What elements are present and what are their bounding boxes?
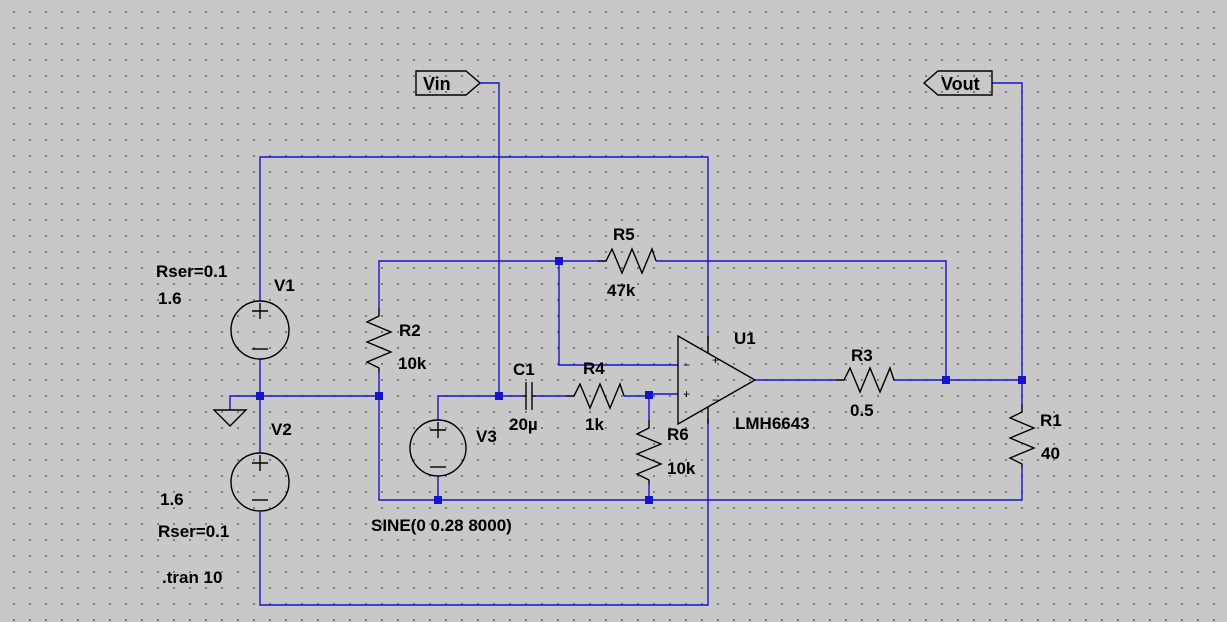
junction-dot[interactable] — [1018, 376, 1026, 384]
component-labels: Rser=0.1 V1 1.6 V2 1.6 Rser=0.1 .tran 10… — [156, 225, 1062, 587]
r2-ref: R2 — [399, 321, 421, 340]
junction-dot[interactable] — [645, 496, 653, 504]
resistor-r2[interactable] — [365, 308, 393, 372]
wires — [229, 82, 1023, 606]
resistor-r1[interactable] — [1008, 404, 1036, 468]
r3-ref: R3 — [851, 346, 873, 365]
resistor-r4[interactable] — [566, 382, 625, 410]
net-label-vout[interactable]: Vout — [922, 70, 993, 96]
r4-value: 1k — [585, 415, 604, 434]
resistor-r6[interactable] — [635, 420, 663, 484]
wire-r2-top[interactable] — [378, 260, 598, 308]
r1-value: 40 — [1041, 444, 1060, 463]
net-label-vout-text: Vout — [941, 74, 980, 94]
opamp-minus-mark: − — [683, 358, 690, 372]
wire-ground[interactable] — [229, 395, 260, 410]
v3-value: SINE(0 0.28 8000) — [371, 516, 512, 535]
resistor-r3[interactable] — [836, 366, 895, 394]
junction-dot[interactable] — [256, 392, 264, 400]
voltage-source-v2[interactable] — [230, 452, 290, 512]
opamp-u1[interactable] — [677, 334, 757, 426]
u1-ref: U1 — [734, 329, 756, 348]
u1-value: LMH6643 — [735, 414, 810, 433]
v1-value: 1.6 — [158, 289, 182, 308]
r1-ref: R1 — [1040, 411, 1062, 430]
wire-r2-bottom[interactable] — [378, 372, 1023, 501]
r5-value: 47k — [607, 281, 636, 300]
v1-param: Rser=0.1 — [156, 262, 227, 281]
wire-r5-right[interactable] — [656, 260, 947, 380]
r6-ref: R6 — [667, 425, 689, 444]
r6-value: 10k — [667, 459, 696, 478]
net-label-vin-text: Vin — [423, 74, 451, 94]
v1-ref: V1 — [274, 276, 295, 295]
wire-v1-top[interactable] — [259, 156, 709, 343]
r2-value: 10k — [398, 354, 427, 373]
tran-directive[interactable]: .tran 10 — [162, 568, 222, 587]
junction-dot[interactable] — [555, 257, 563, 265]
opamp-vplus-mark: + — [712, 353, 719, 367]
v3-ref: V3 — [476, 427, 497, 446]
v2-ref: V2 — [271, 420, 292, 439]
opamp-plus-mark: + — [683, 387, 690, 401]
wire-v3-top[interactable] — [437, 395, 522, 420]
junctions — [256, 257, 1026, 504]
r5-ref: R5 — [613, 225, 635, 244]
capacitor-c1[interactable] — [522, 382, 536, 410]
junction-dot[interactable] — [495, 392, 503, 400]
junction-dot[interactable] — [942, 376, 950, 384]
ground-icon[interactable] — [212, 409, 248, 427]
r4-ref: R4 — [583, 359, 605, 378]
c1-value: 20µ — [509, 415, 538, 434]
junction-dot[interactable] — [434, 496, 442, 504]
opamp-vminus-mark: − — [712, 393, 719, 407]
net-label-vin[interactable]: Vin — [415, 70, 482, 96]
v2-param: Rser=0.1 — [158, 522, 229, 541]
voltage-source-v1[interactable] — [230, 300, 290, 360]
wire-vin[interactable] — [480, 82, 500, 396]
c1-ref: C1 — [513, 360, 535, 379]
voltage-source-v3[interactable] — [409, 419, 467, 477]
wire-vout[interactable] — [992, 82, 1023, 404]
junction-dot[interactable] — [645, 391, 653, 399]
wire-feedback-minus[interactable] — [558, 261, 678, 366]
wire-v2-bottom[interactable] — [259, 418, 709, 606]
v2-value: 1.6 — [160, 490, 184, 509]
resistor-r5[interactable] — [598, 247, 657, 275]
junction-dot[interactable] — [375, 392, 383, 400]
r3-value: 0.5 — [850, 401, 874, 420]
